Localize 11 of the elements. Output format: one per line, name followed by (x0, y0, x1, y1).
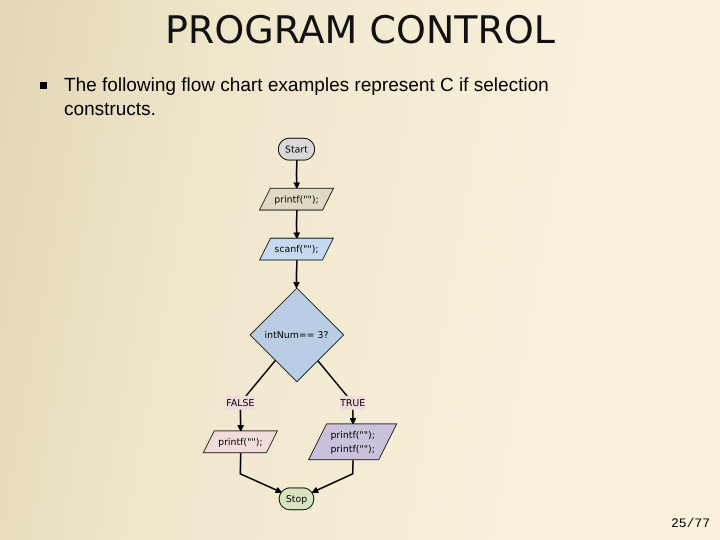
arrow (312, 460, 354, 494)
node-diamond: intNum== 3? (250, 288, 344, 382)
arrow (293, 160, 300, 189)
arrow (293, 210, 300, 239)
slide-title: PROGRAM CONTROL (165, 8, 555, 52)
arrow (293, 260, 300, 288)
edge-label: TRUE (340, 397, 366, 408)
arrow (240, 453, 282, 494)
edge-label: FALSE (226, 397, 254, 408)
page-number: 25/77 (670, 516, 710, 531)
bullet-text: The following flow chart examples represent C if selection constructs. (64, 74, 550, 122)
